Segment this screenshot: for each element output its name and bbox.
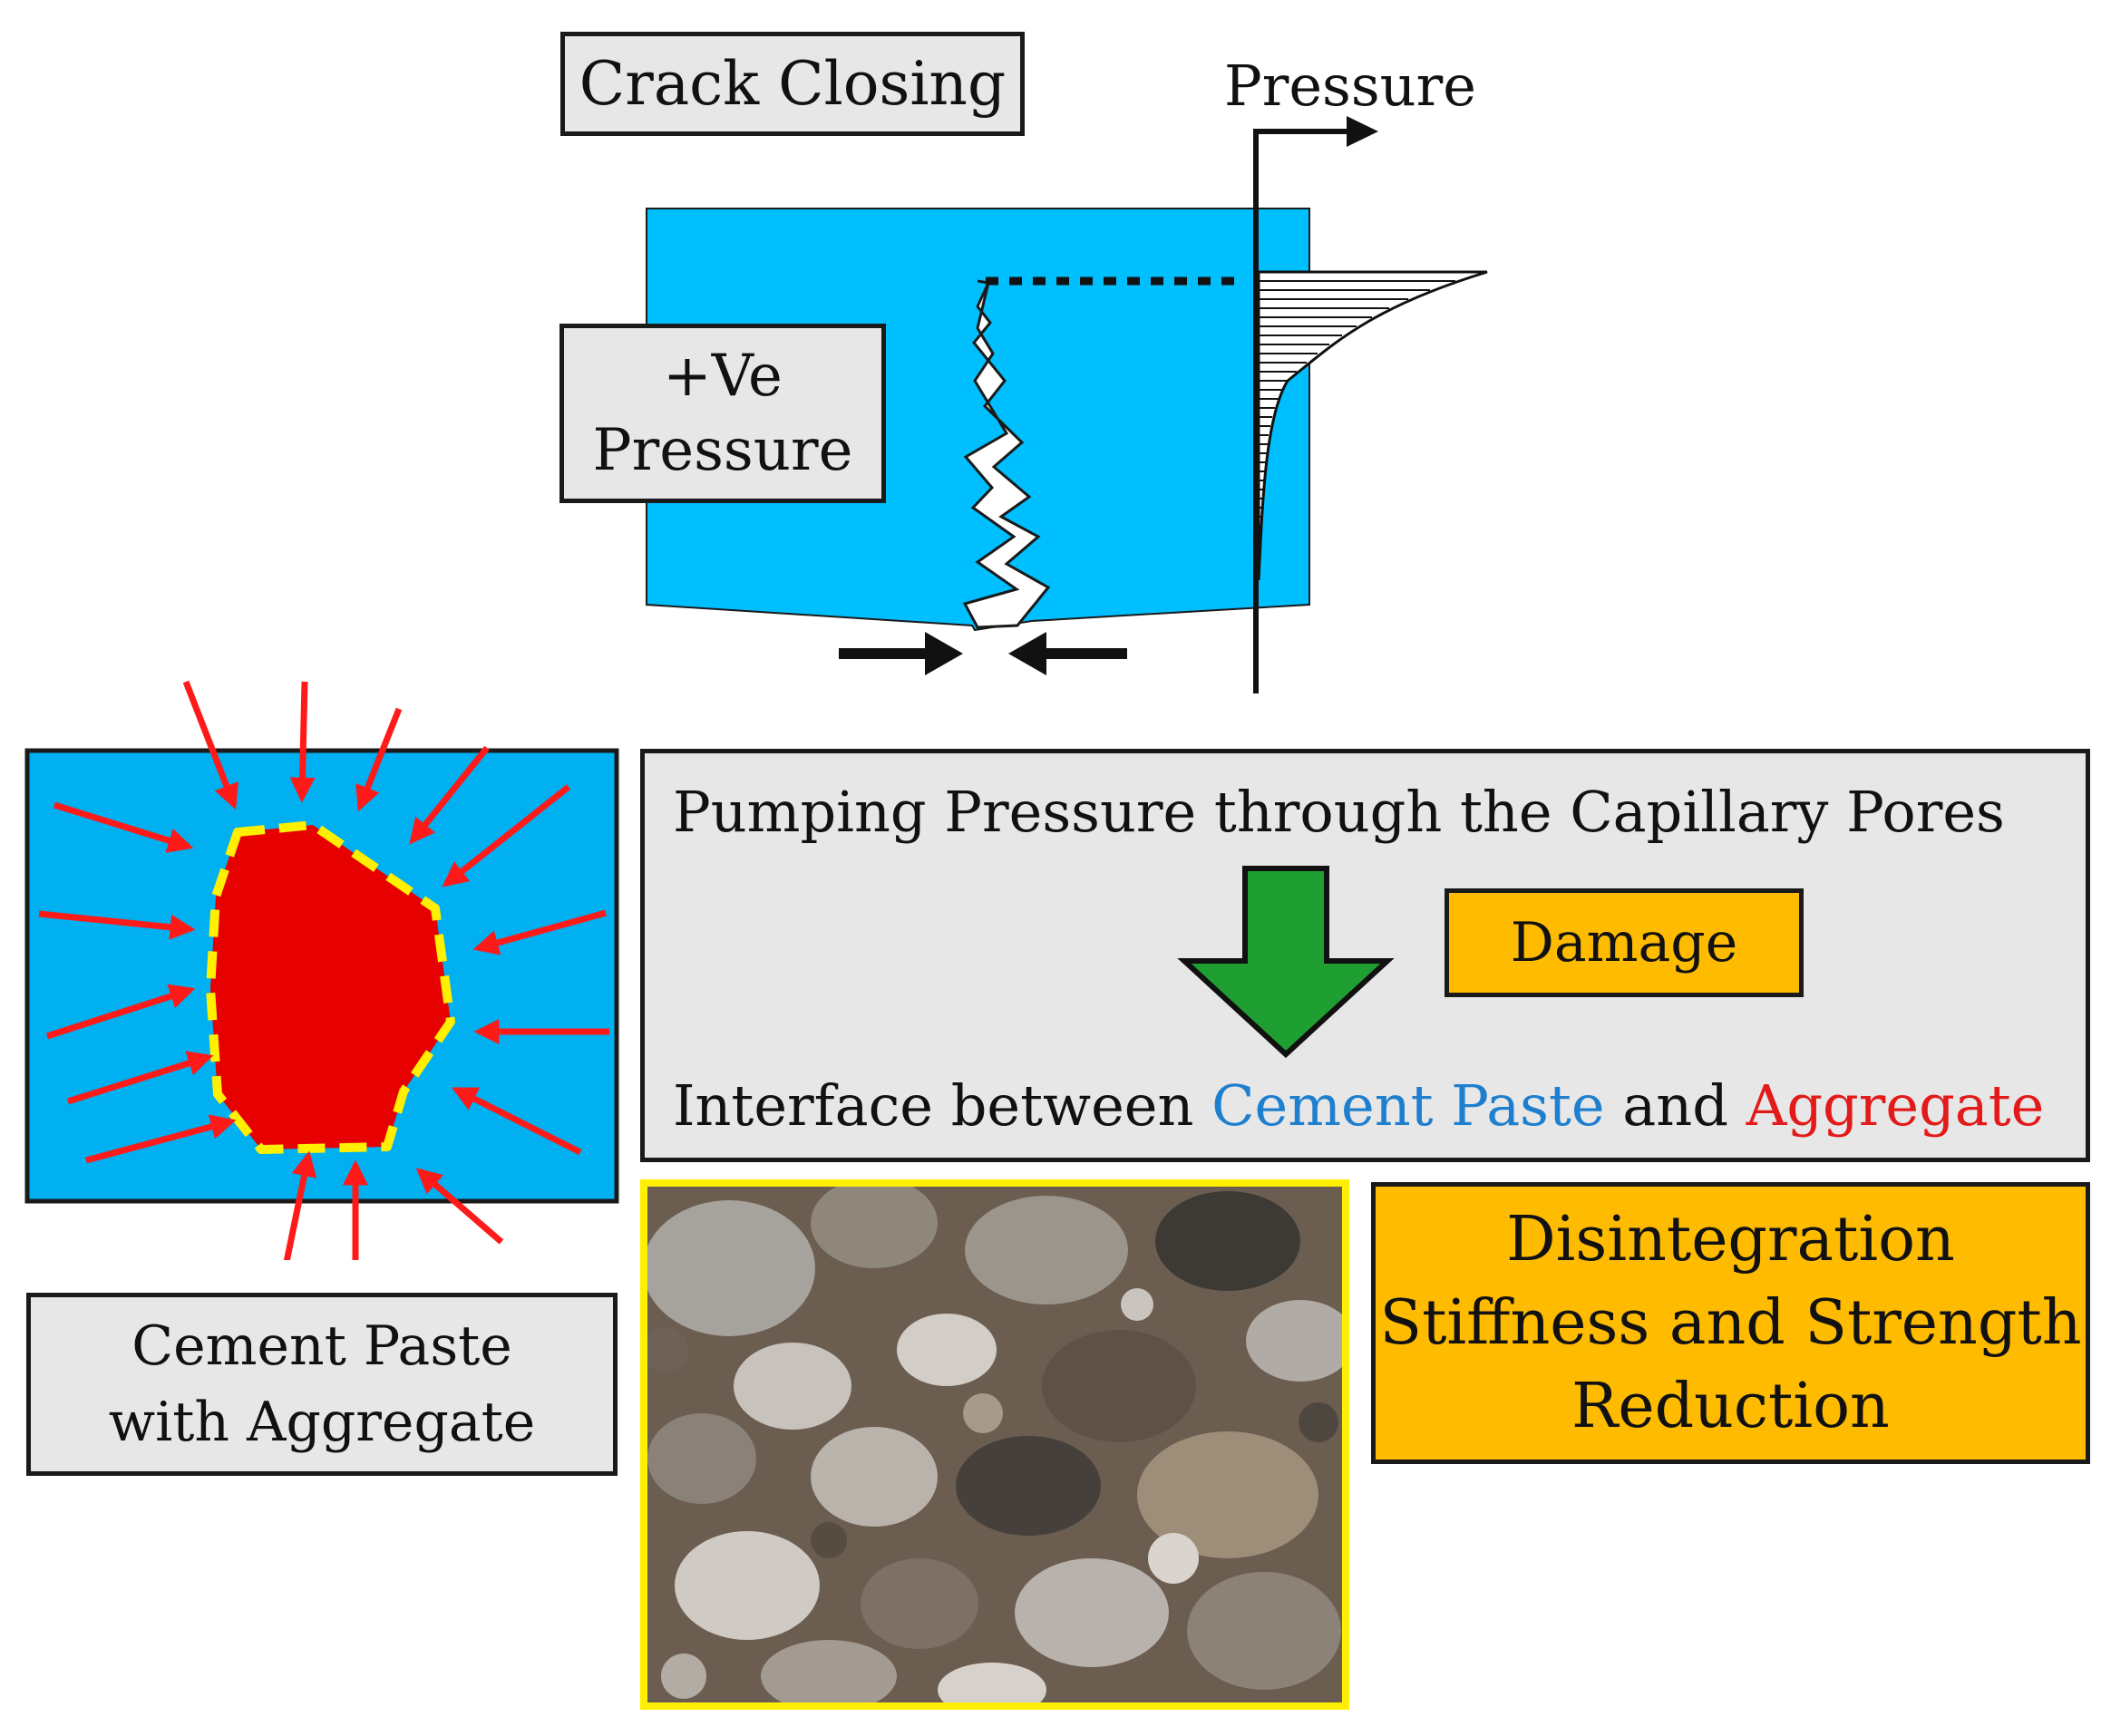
aggregate-particle bbox=[206, 820, 455, 1154]
pressure-axis-arrowhead bbox=[1347, 116, 1378, 147]
result-box: Disintegration Stiffness and Strength Re… bbox=[1371, 1182, 2090, 1464]
pumping-pressure-heading: Pumping Pressure through the Capillary P… bbox=[673, 779, 2005, 845]
cement-paste-caption-line-2: with Aggregate bbox=[108, 1391, 536, 1454]
cement-paste-caption: Cement Paste with Aggregate bbox=[26, 1293, 618, 1476]
crack-closing-title: Crack Closing bbox=[560, 32, 1025, 136]
cement-paste-caption-line-1: Cement Paste bbox=[131, 1314, 512, 1378]
gravel-texture bbox=[647, 1187, 1342, 1702]
cement-paste-term: Cement Paste bbox=[1211, 1072, 1605, 1139]
result-line-2: Stiffness and Strength bbox=[1379, 1286, 2082, 1359]
disintegrated-concrete-photo bbox=[640, 1179, 1349, 1710]
aggregate-term: Aggregate bbox=[1746, 1072, 2045, 1139]
pressure-arrows-red bbox=[38, 680, 609, 1260]
interface-connector: and bbox=[1604, 1072, 1746, 1139]
cement-paste-aggregate-diagram bbox=[24, 680, 619, 1260]
interface-statement: Interface between Cement Paste and Aggre… bbox=[673, 1072, 2044, 1139]
interface-prefix: Interface between bbox=[673, 1072, 1212, 1139]
result-line-3: Reduction bbox=[1571, 1370, 1890, 1442]
positive-pressure-line-1: +Ve bbox=[663, 343, 783, 410]
down-arrow-icon bbox=[1177, 866, 1395, 1059]
positive-pressure-label: +Ve Pressure bbox=[559, 324, 886, 503]
positive-pressure-line-2: Pressure bbox=[592, 417, 853, 484]
damage-label: Damage bbox=[1445, 888, 1804, 997]
crack-closing-diagram bbox=[646, 116, 1488, 693]
pressure-axis-label: Pressure bbox=[1224, 53, 1476, 119]
pumping-pressure-box: Pumping Pressure through the Capillary P… bbox=[640, 749, 2090, 1162]
crack-closing-arrows bbox=[839, 632, 1127, 675]
crack bbox=[962, 279, 1051, 629]
result-line-1: Disintegration bbox=[1506, 1203, 1955, 1275]
pressure-hatching bbox=[1259, 280, 1455, 527]
